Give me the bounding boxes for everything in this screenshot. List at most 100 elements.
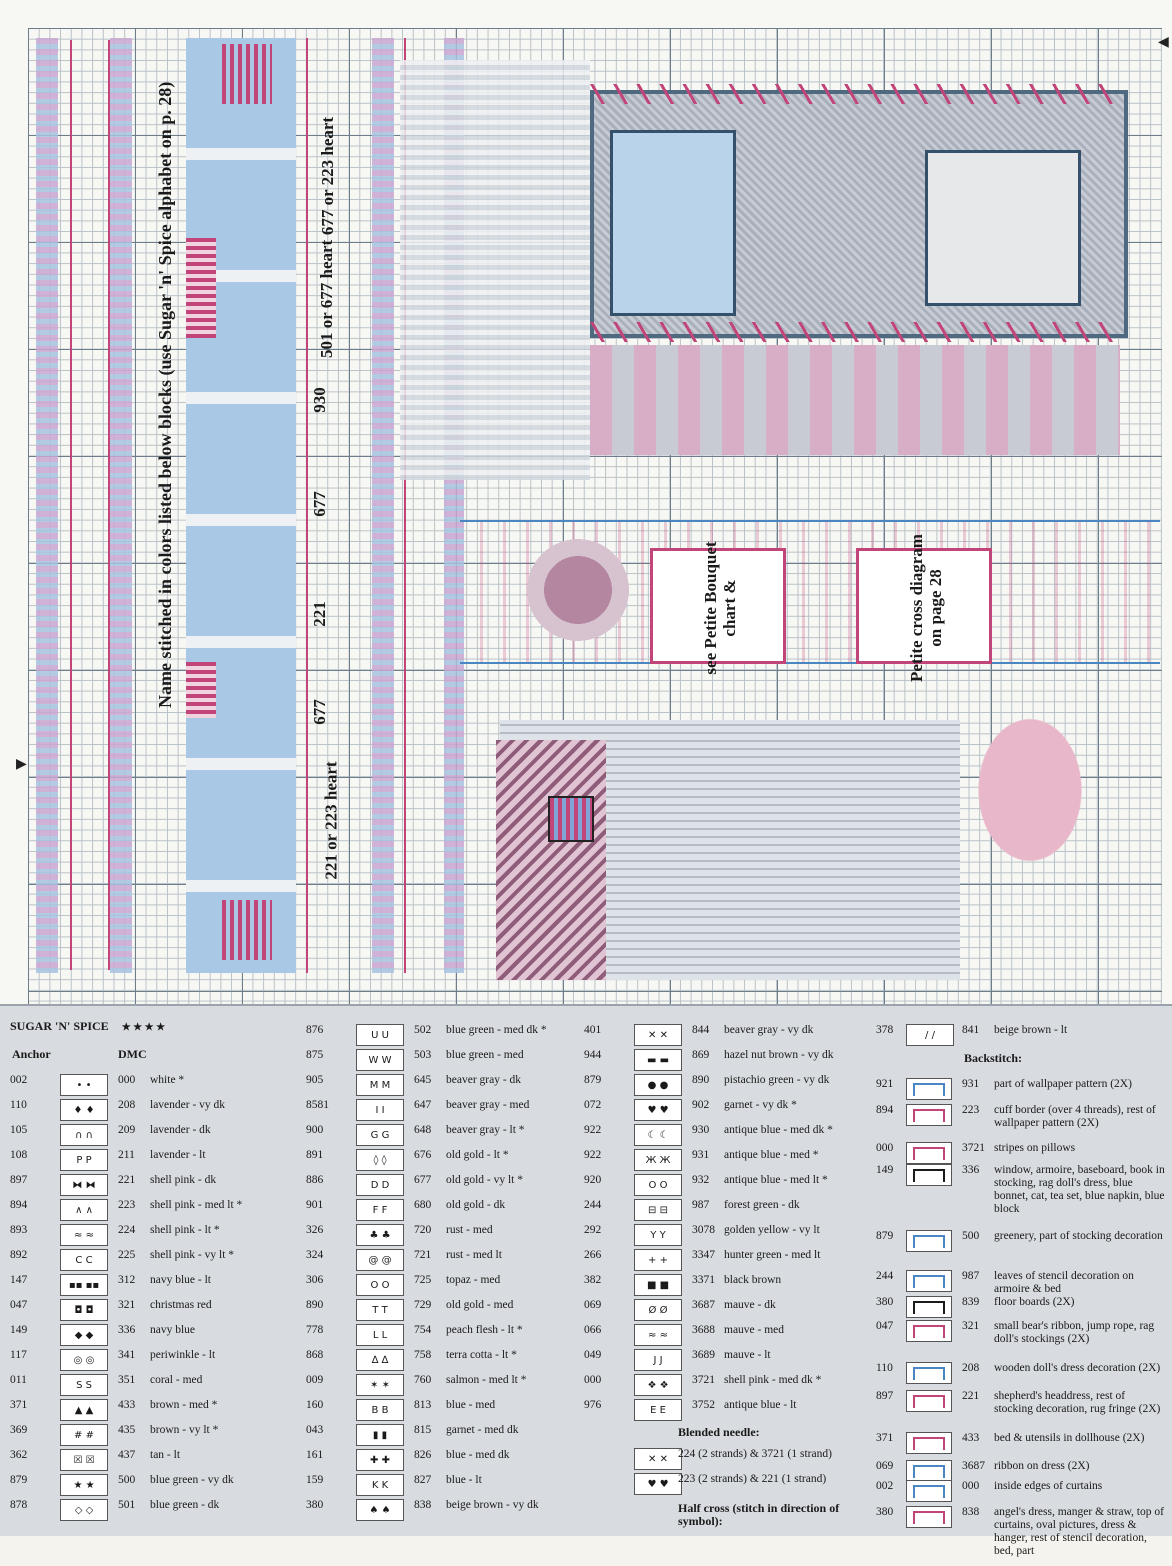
note2-line-4: on page xyxy=(926,590,945,647)
color-name: beige brown - lt xyxy=(994,1024,1068,1036)
color-name: blue - lt xyxy=(446,1474,482,1486)
backstitch-line-sample xyxy=(906,1480,952,1502)
dollhouse-roof xyxy=(496,740,606,980)
anchor-number: 879 xyxy=(876,1230,894,1242)
anchor-number: 043 xyxy=(306,1424,324,1436)
dmc-number: 3689 xyxy=(692,1349,715,1361)
symbol-box: ◊ ◊ xyxy=(356,1149,404,1171)
backstitch-line-sample xyxy=(906,1362,952,1384)
dmc-number: 902 xyxy=(692,1099,710,1111)
backstitch-line-icon xyxy=(906,1164,952,1186)
backstitch-line-icon xyxy=(906,1362,952,1384)
stitch-symbol: @ @ xyxy=(368,1254,392,1266)
dmc-number: 336 xyxy=(962,1164,980,1176)
inner-border-band xyxy=(372,38,394,973)
symbol-box: ⧓ ⧓ xyxy=(60,1174,108,1196)
backstitch-line-sample xyxy=(906,1506,952,1528)
stitch-symbol: ▲ ▲ xyxy=(74,1404,94,1416)
symbol-box: Y Y xyxy=(634,1224,682,1246)
anchor-number: 378 xyxy=(876,1024,894,1036)
color-name: antique blue - med * xyxy=(724,1149,819,1161)
center-arrow-top-icon: ◀ xyxy=(1158,35,1169,50)
dmc-number: 815 xyxy=(414,1424,432,1436)
stitch-symbol: K K xyxy=(371,1479,389,1491)
dmc-header: DMC xyxy=(118,1047,147,1061)
symbol-box: ▪▪ ▪▪ xyxy=(60,1274,108,1296)
stitch-symbol: M M xyxy=(369,1079,391,1091)
dmc-number: 987 xyxy=(692,1199,710,1211)
block-label-677-b: 677 xyxy=(310,699,329,725)
stitch-symbol: ✕ ✕ xyxy=(648,1029,668,1041)
stitch-symbol: ≈ ≈ xyxy=(648,1329,668,1341)
backstitch-line-icon xyxy=(906,1142,952,1164)
color-name: 223 (2 strands) & 221 (1 strand) xyxy=(678,1473,827,1485)
color-name: mauve - med xyxy=(724,1324,785,1336)
dmc-number: 932 xyxy=(692,1174,710,1186)
dmc-number: 225 xyxy=(118,1249,136,1261)
symbol-box: O O xyxy=(634,1174,682,1196)
symbol-box: C C xyxy=(60,1249,108,1271)
color-name: antique blue - lt xyxy=(724,1399,797,1411)
stitch-symbol: F F xyxy=(372,1204,388,1216)
symbol-box: W W xyxy=(356,1049,404,1071)
dmc-number: 000 xyxy=(962,1480,980,1492)
stitch-symbol: ★ ★ xyxy=(73,1479,95,1491)
dmc-number: 677 xyxy=(414,1174,432,1186)
stitch-symbol: P P xyxy=(76,1154,92,1166)
anchor-number: 875 xyxy=(306,1049,324,1061)
symbol-box: G G xyxy=(356,1124,404,1146)
symbol-box: ▮ ▮ xyxy=(356,1424,404,1446)
backstitch-line-icon xyxy=(906,1390,952,1412)
anchor-number: 292 xyxy=(584,1224,602,1236)
backstitch-description: shepherd's headdress, rest of stocking d… xyxy=(994,1390,1161,1415)
dmc-number: 987 xyxy=(962,1270,980,1282)
color-name: blue green - med xyxy=(446,1049,524,1061)
symbol-box: ❖ ❖ xyxy=(634,1374,682,1396)
symbol-box: J J xyxy=(634,1349,682,1371)
backstitch-description: inside edges of curtains xyxy=(994,1480,1103,1492)
pink-zigzag-top xyxy=(590,84,1120,104)
anchor-number: 000 xyxy=(876,1142,894,1154)
stitch-symbol: ■ ■ xyxy=(646,1279,670,1291)
dmc-number: 3721 xyxy=(962,1142,985,1154)
anchor-number: 110 xyxy=(876,1362,893,1374)
window-frame-inner xyxy=(610,130,736,316)
backstitch-description: window, armoire, baseboard, book in stoc… xyxy=(994,1164,1165,1215)
half-cross-symbol: / / xyxy=(925,1029,935,1041)
left-border-band xyxy=(36,38,58,973)
color-key: SUGAR 'N' SPICE ★ ★ ★ ★ Anchor DMC 002• … xyxy=(0,1004,1172,1557)
key-title-text: SUGAR 'N' SPICE xyxy=(10,1019,109,1033)
stitch-symbol: • • xyxy=(76,1079,92,1091)
anchor-number: 879 xyxy=(584,1074,602,1086)
dmc-number: 760 xyxy=(414,1374,432,1386)
symbol-box: P P xyxy=(60,1149,108,1171)
color-name: rust - med xyxy=(446,1224,493,1236)
dmc-number: 838 xyxy=(414,1499,432,1511)
stitch-symbol: T T xyxy=(372,1304,388,1316)
symbol-box: ✚ ✚ xyxy=(356,1449,404,1471)
symbol-box: ♦ ♦ xyxy=(60,1099,108,1121)
backstitch-line-icon xyxy=(906,1460,952,1482)
stitch-symbol: ⊟ ⊟ xyxy=(648,1204,668,1216)
symbol-box: ● ● xyxy=(634,1074,682,1096)
dmc-number: 321 xyxy=(118,1299,136,1311)
symbol-box: E E xyxy=(634,1399,682,1421)
dmc-number: 3687 xyxy=(692,1299,715,1311)
